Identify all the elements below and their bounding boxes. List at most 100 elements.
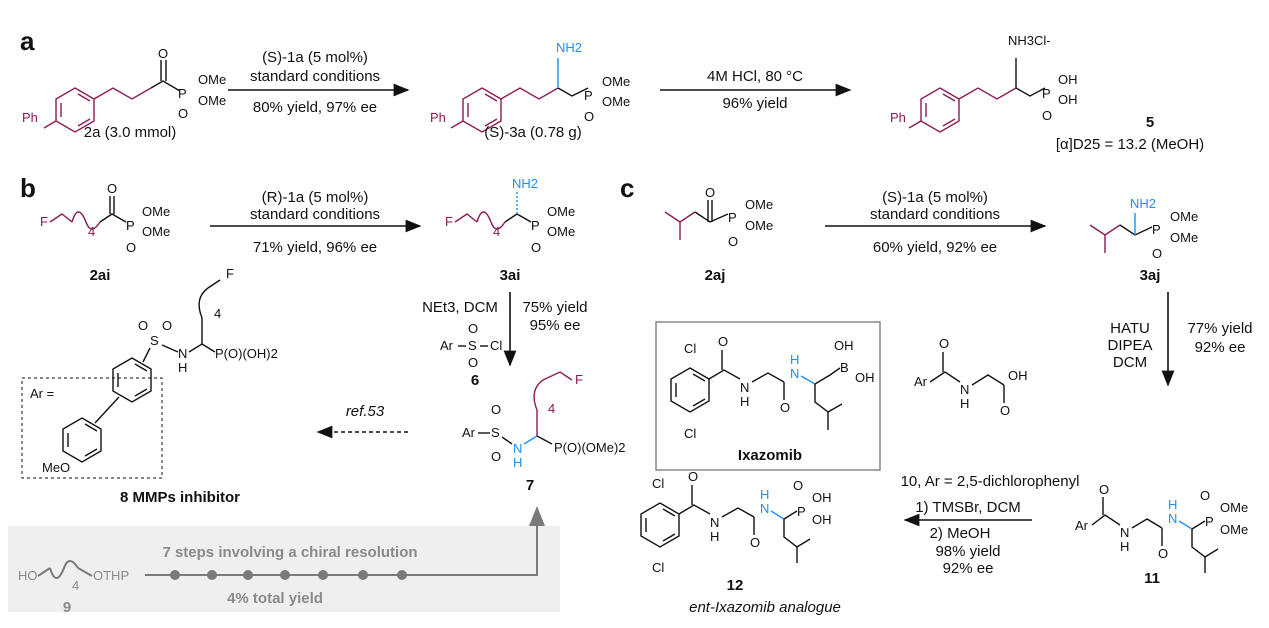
svg-text:OMe: OMe (198, 93, 226, 108)
svg-text:DCM: DCM (1113, 354, 1147, 371)
svg-text:N: N (1168, 511, 1177, 526)
svg-text:standard conditions: standard conditions (250, 206, 380, 223)
svg-text:OMe: OMe (142, 204, 170, 219)
svg-text:O: O (1158, 546, 1168, 561)
ent-ixazomib-label: ent-Ixazomib analogue (689, 599, 841, 616)
svg-text:HATU: HATU (1110, 320, 1150, 337)
svg-text:OH: OH (834, 338, 854, 353)
svg-text:H: H (760, 487, 769, 502)
svg-text:NEt3, DCM: NEt3, DCM (422, 299, 498, 316)
compound-label-5: 5 (1146, 114, 1154, 131)
compound-2ai: F 4 O P OMe OMe O 2ai (40, 181, 170, 284)
svg-text:1) TMSBr, DCM: 1) TMSBr, DCM (915, 499, 1021, 516)
previous-route-box: HO 4 OTHP 9 7 steps involving a chiral r… (8, 506, 560, 616)
svg-text:O: O (1000, 403, 1010, 418)
compound-label-3ai: 3ai (500, 267, 521, 284)
svg-text:standard conditions: standard conditions (870, 206, 1000, 223)
route-arrow (145, 506, 545, 576)
svg-text:O: O (491, 449, 501, 464)
sulfonyl-chloride-6: Ar S Cl O O 6 (440, 321, 502, 389)
svg-text:Ar =: Ar = (30, 386, 54, 401)
svg-text:OMe: OMe (547, 204, 575, 219)
svg-text:6: 6 (471, 372, 479, 389)
svg-text:P: P (797, 504, 806, 519)
ixazomib-label: Ixazomib (738, 447, 802, 464)
route-step-dots (170, 570, 407, 580)
svg-text:Cl: Cl (684, 341, 696, 356)
svg-text:H: H (710, 529, 719, 544)
svg-text:Ph: Ph (430, 110, 446, 125)
svg-text:P: P (728, 210, 737, 225)
svg-text:H: H (178, 360, 187, 375)
panel-label-a: a (20, 26, 35, 56)
panel-label-b: b (20, 173, 36, 203)
compound-5: NH3Cl- P OH OH O Ph 5 [α]D25 = 13.2 (MeO… (890, 33, 1204, 153)
svg-text:DIPEA: DIPEA (1107, 337, 1152, 354)
svg-text:OMe: OMe (547, 224, 575, 239)
svg-text:H: H (1120, 539, 1129, 554)
svg-text:N: N (513, 441, 522, 456)
svg-text:H: H (790, 352, 799, 367)
svg-text:P(O)(OMe)2: P(O)(OMe)2 (554, 440, 626, 455)
svg-text:standard conditions: standard conditions (250, 68, 380, 85)
svg-text:NH3Cl-: NH3Cl- (1008, 33, 1051, 48)
svg-text:4: 4 (72, 578, 79, 593)
svg-text:HO: HO (18, 568, 38, 583)
compound-10: Ar O N H O OH 10, Ar = 2,5-dichloropheny… (901, 336, 1080, 490)
svg-text:O: O (531, 240, 541, 255)
svg-text:OH: OH (855, 370, 875, 385)
svg-text:75% yield: 75% yield (522, 299, 587, 316)
svg-text:H: H (513, 455, 522, 470)
svg-text:OMe: OMe (1220, 522, 1248, 537)
svg-text:B: B (840, 360, 849, 375)
svg-text:H: H (960, 396, 969, 411)
svg-text:OH: OH (812, 512, 832, 527)
svg-text:4: 4 (493, 224, 500, 239)
svg-text:P: P (1152, 222, 1161, 237)
svg-text:80% yield, 97% ee: 80% yield, 97% ee (253, 99, 377, 116)
svg-text:S: S (468, 338, 477, 353)
svg-text:7 steps involving a chiral re: 7 steps involving a chiral resolution (162, 544, 417, 561)
svg-text:O: O (939, 336, 949, 351)
compound-label-7: 7 (526, 477, 534, 494)
svg-text:O: O (138, 318, 148, 333)
compound-2a: O P OMe OMe O Ph 2a (3.0 mmol) (22, 46, 226, 141)
compound-label-12: 12 (727, 577, 744, 594)
compound-label-3a: (S)-3a (0.78 g) (484, 124, 582, 141)
svg-text:Cl: Cl (684, 426, 696, 441)
svg-text:N: N (960, 382, 969, 397)
svg-text:O: O (107, 181, 117, 196)
svg-text:OH: OH (1058, 72, 1078, 87)
svg-text:Cl: Cl (652, 560, 664, 575)
compound-label-2a: 2a (3.0 mmol) (84, 124, 177, 141)
svg-text:OMe: OMe (602, 74, 630, 89)
svg-text:F: F (40, 214, 48, 229)
svg-text:O: O (158, 46, 168, 61)
svg-text:O: O (728, 234, 738, 249)
svg-text:4% total yield: 4% total yield (227, 590, 323, 607)
svg-text:OMe: OMe (1220, 500, 1248, 515)
svg-text:P: P (1042, 86, 1051, 101)
svg-text:O: O (162, 318, 172, 333)
panel-label-c: c (620, 173, 634, 203)
svg-text:N: N (790, 366, 799, 381)
compound-label-9: 9 (63, 599, 71, 616)
svg-text:77% yield: 77% yield (1187, 320, 1252, 337)
compound-3a: NH2 P OMe OMe O Ph (S)-3a (0.78 g) (430, 40, 630, 141)
svg-text:60% yield, 92% ee: 60% yield, 92% ee (873, 239, 997, 256)
svg-text:(R)-1a (5 mol%): (R)-1a (5 mol%) (262, 189, 369, 206)
compound-8: Ar = MeO S O O N H P(O)(OH)2 4 F 8 MMPs … (21, 266, 278, 506)
svg-text:OTHP: OTHP (93, 568, 129, 583)
compound-label-10: 10, Ar = 2,5-dichlorophenyl (901, 473, 1080, 490)
svg-text:P: P (1205, 514, 1214, 529)
svg-text:N: N (1120, 525, 1129, 540)
svg-text:OMe: OMe (745, 218, 773, 233)
svg-text:4: 4 (548, 401, 555, 416)
svg-text:N: N (178, 346, 187, 361)
svg-text:OMe: OMe (198, 72, 226, 87)
svg-text:OMe: OMe (142, 224, 170, 239)
svg-text:P: P (178, 86, 187, 101)
compound-label-8: 8 MMPs inhibitor (120, 489, 240, 506)
